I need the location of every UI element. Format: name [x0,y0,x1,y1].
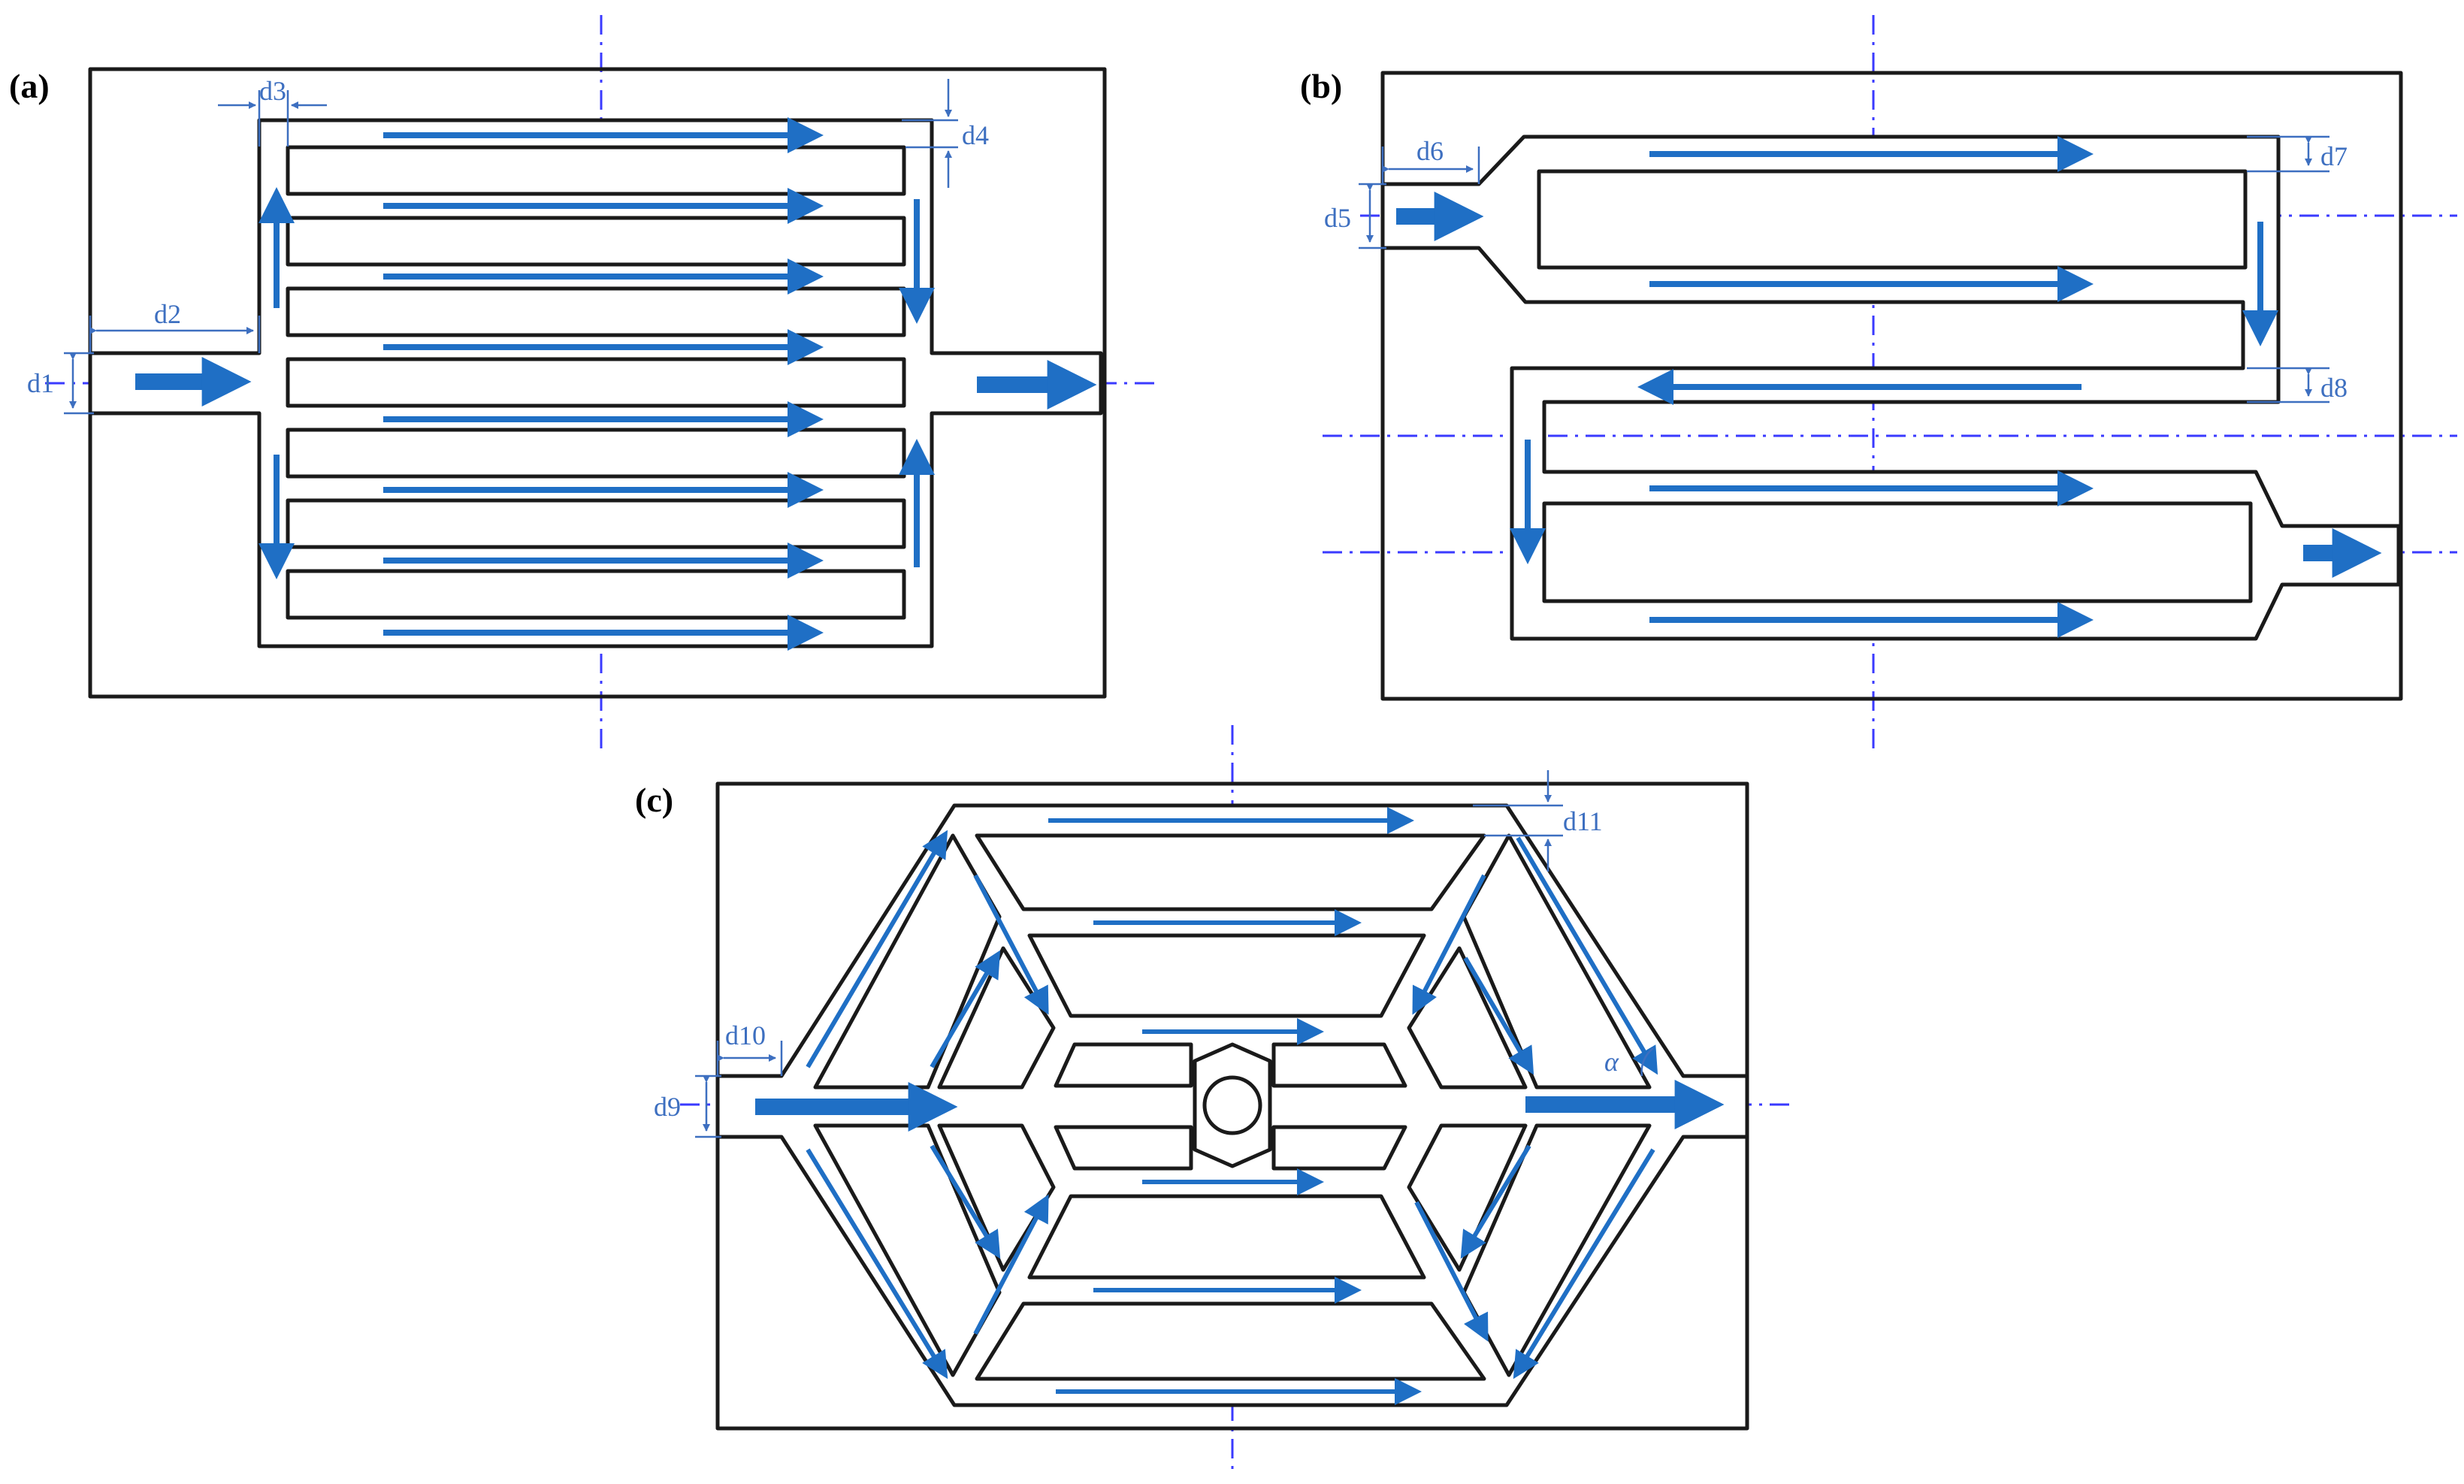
dim-d9: d9 [654,1092,681,1122]
panel-a-label: (a) [9,67,50,105]
panel-c-label: (c) [635,781,673,819]
dim-d6: d6 [1416,136,1444,166]
dimensions-a: d1 d2 d3 d4 [27,76,989,415]
panel-c: (c) [635,725,1796,1476]
dim-d3: d3 [259,76,286,106]
island-ribs-b [1537,169,2253,603]
dim-d10: d10 [725,1020,766,1050]
dim-d8: d8 [2320,373,2348,403]
flow-arrows-c [755,807,1725,1405]
dim-d5: d5 [1324,203,1351,233]
panel-b: (b) d5 [1300,15,2457,751]
dim-alpha: α [1604,1047,1619,1077]
dim-d4: d4 [962,120,989,150]
island-ribs-c [813,833,1652,1381]
island-ribs-a [286,145,906,620]
dim-d11: d11 [1563,806,1603,836]
dim-d1: d1 [27,368,54,398]
dimensions-b: d5 d6 d7 d8 [1324,135,2348,403]
dim-d7: d7 [2320,141,2348,171]
flow-arrows-b [1396,136,2382,638]
dimensions-c: d9 d10 d11 α [654,770,1654,1138]
dim-d2: d2 [154,299,181,329]
plate-outline-b [1380,71,2403,701]
panel-b-label: (b) [1300,67,1342,105]
panel-a: (a) [9,15,1161,751]
flow-arrows-a [135,117,1097,651]
